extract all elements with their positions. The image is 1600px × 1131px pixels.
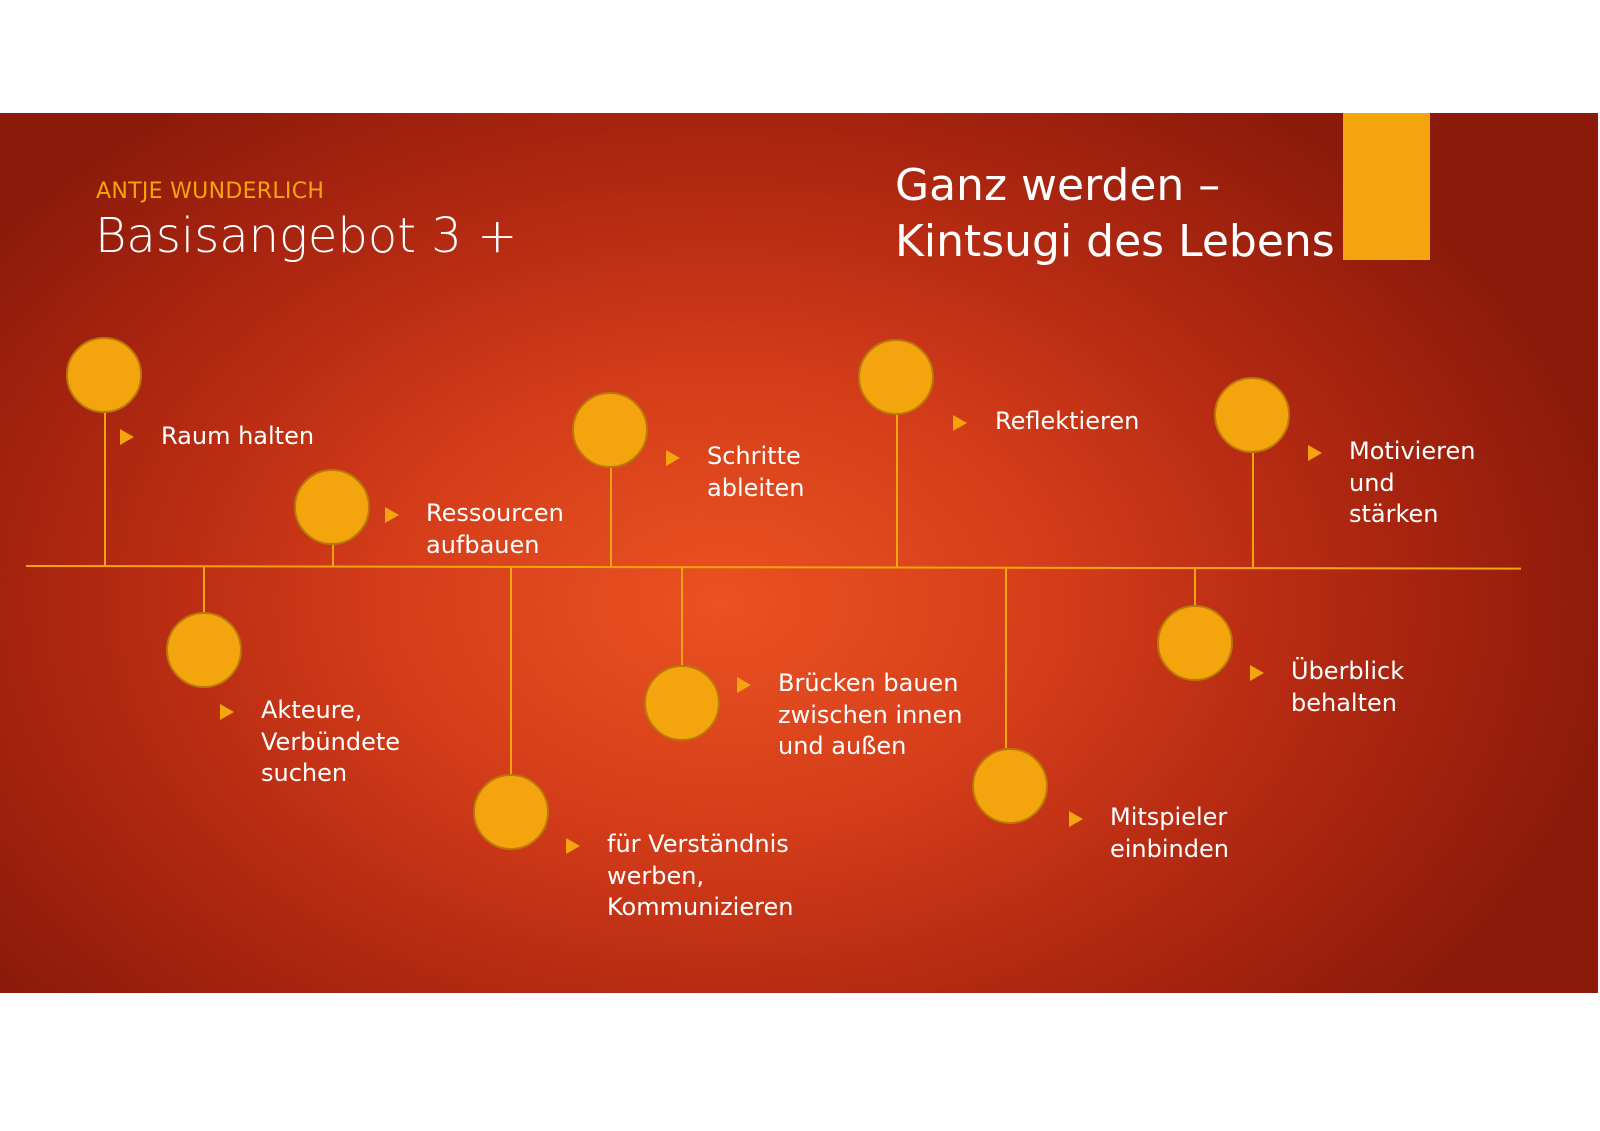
bullet-triangle-icon (1250, 665, 1264, 681)
node-stem (104, 413, 106, 566)
slide-title: Basisangebot 3 + (95, 208, 518, 264)
bullet-triangle-icon (220, 704, 234, 720)
accent-bar (1343, 113, 1430, 260)
node-label: Überblick behalten (1291, 657, 1405, 717)
timeline-axis (25, 565, 1521, 570)
node-stem (896, 415, 898, 567)
bullet-triangle-icon (566, 838, 580, 854)
bullet-triangle-icon (666, 450, 680, 466)
node-stem (1005, 567, 1007, 748)
node-stem (610, 468, 612, 566)
node-circle (1214, 377, 1290, 453)
node-circle (294, 469, 370, 545)
slide-subtitle: Ganz werden – Kintsugi des Lebens (895, 160, 1335, 267)
node-label: Ressourcen aufbauen (426, 499, 564, 559)
bullet-triangle-icon (1069, 811, 1083, 827)
node-circle (66, 337, 142, 413)
bullet-triangle-icon (953, 415, 967, 431)
node-label: Brücken bauen zwischen innen und außen (778, 669, 963, 760)
node-label: Mitspieler einbinden (1110, 803, 1229, 863)
bullet-triangle-icon (120, 429, 134, 445)
node-stem (510, 567, 512, 774)
node-circle (644, 665, 720, 741)
node-label: für Verständnis werben, Kommunizieren (607, 830, 794, 921)
node-circle (1157, 605, 1233, 681)
bullet-triangle-icon (1308, 445, 1322, 461)
node-label: Akteure, Verbündete suchen (261, 696, 401, 787)
node-circle (166, 612, 242, 688)
node-circle (858, 339, 934, 415)
node-stem (1194, 568, 1196, 605)
node-stem (1252, 453, 1254, 568)
node-circle (972, 748, 1048, 824)
node-circle (572, 392, 648, 468)
author-name: ANTJE WUNDERLICH (96, 179, 325, 204)
node-stem (203, 566, 205, 612)
bullet-triangle-icon (385, 507, 399, 523)
node-label: Schritte ableiten (707, 442, 805, 502)
node-label: Raum halten (161, 422, 315, 450)
node-stem (681, 567, 683, 665)
slide: ANTJE WUNDERLICH Basisangebot 3 + Ganz w… (0, 113, 1598, 993)
node-label: Reflektieren (995, 407, 1140, 435)
bullet-triangle-icon (737, 677, 751, 693)
node-stem (332, 545, 334, 566)
node-circle (473, 774, 549, 850)
node-label: Motivieren und stärken (1349, 437, 1476, 528)
